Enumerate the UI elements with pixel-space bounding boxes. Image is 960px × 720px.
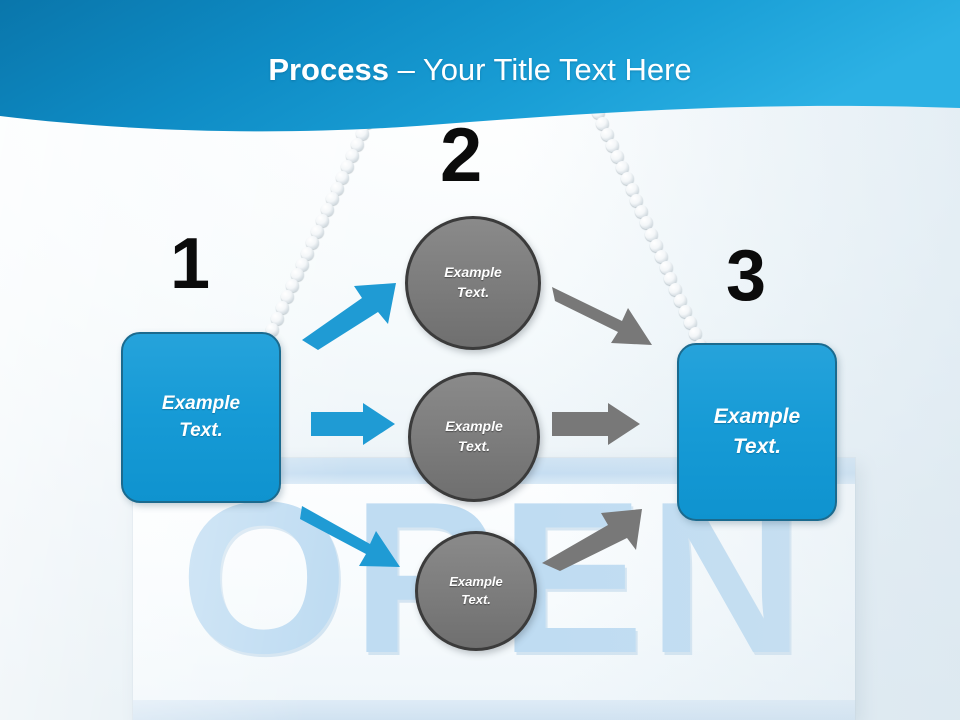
chain-bead — [276, 300, 290, 314]
chain-bead — [286, 279, 300, 293]
chain-bead — [291, 268, 305, 282]
step-box-left[interactable]: Example Text. — [121, 332, 281, 503]
chain-bead — [596, 116, 610, 130]
chain-bead — [649, 238, 663, 252]
page-title-light: – Your Title Text Here — [388, 52, 692, 87]
chain-bead — [630, 194, 644, 208]
chain-bead — [635, 205, 649, 219]
page-title-strong: Process — [268, 52, 389, 87]
step-number-1: 1 — [170, 224, 211, 304]
chain-bead — [325, 192, 339, 206]
step-box-left-line1: Example — [161, 392, 241, 414]
arrow-left-to-middle-circle — [311, 403, 395, 445]
chain-bead — [606, 138, 620, 152]
chain-bead — [315, 214, 329, 228]
chain-bead — [320, 203, 334, 217]
chain-bead — [301, 246, 315, 260]
chain-bead — [644, 227, 658, 241]
chain-bead — [625, 183, 639, 197]
chain-bead — [659, 260, 673, 274]
header-wave-shape — [0, 0, 960, 132]
chain-bead — [678, 305, 692, 319]
chain-bead — [306, 235, 320, 249]
step-box-right-line1: Example — [713, 405, 801, 429]
chain-bead — [345, 148, 359, 162]
chain-bead — [601, 127, 615, 141]
arrow-top-circle-to-right — [552, 283, 656, 351]
slide-header: Process – Your Title Text Here — [0, 0, 960, 150]
chain-bead — [674, 294, 688, 308]
chain-bead — [640, 216, 654, 230]
chain-bead — [610, 149, 624, 163]
process-circle-middle-line2: Text. — [457, 438, 491, 454]
chain-bead — [669, 283, 683, 297]
arrow-middle-circle-to-right — [552, 403, 640, 445]
page-title: Process – Your Title Text Here — [0, 50, 960, 90]
step-box-right-line2: Text. — [732, 435, 782, 458]
chain-bead — [335, 170, 349, 184]
chain-bead — [330, 181, 344, 195]
process-circle-top-line1: Example — [444, 264, 502, 281]
step-number-3: 3 — [726, 236, 767, 316]
chain-bead — [350, 138, 364, 152]
process-circle-middle-line1: Example — [445, 418, 503, 435]
step-number-2: 2 — [440, 113, 483, 198]
chain-bead — [620, 172, 634, 186]
chain-bead — [281, 290, 295, 304]
process-circle-top[interactable]: Example Text. — [405, 216, 541, 350]
arrow-bottom-circle-to-right — [540, 499, 646, 571]
chain-bead — [311, 224, 325, 238]
process-circle-middle[interactable]: Example Text. — [408, 372, 540, 502]
process-circle-bottom-line1: Example — [449, 573, 503, 589]
arrow-left-to-top-circle — [300, 280, 400, 350]
chain-bead — [688, 327, 702, 341]
chain-bead — [266, 322, 280, 336]
step-box-right[interactable]: Example Text. — [677, 343, 837, 521]
step-box-left-line2: Text. — [179, 419, 223, 441]
chain-bead — [340, 159, 354, 173]
chain-bead — [615, 160, 629, 174]
arrow-left-to-bottom-circle — [300, 500, 405, 572]
chain-bead — [355, 127, 369, 141]
process-circle-bottom-line2: Text. — [461, 592, 491, 607]
chain-bead — [683, 316, 697, 330]
process-circle-bottom[interactable]: Example Text. — [415, 531, 537, 651]
chain-bead — [664, 271, 678, 285]
chain-bead — [271, 311, 285, 325]
process-circle-top-line2: Text. — [456, 284, 490, 300]
chain-bead — [654, 249, 668, 263]
chain-bead — [296, 257, 310, 271]
